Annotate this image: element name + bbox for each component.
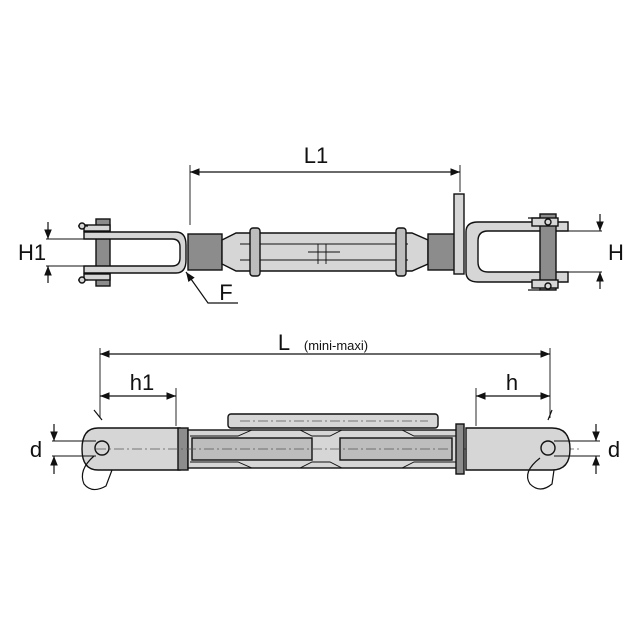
label-F: F <box>219 280 232 305</box>
label-L1: L1 <box>304 143 328 168</box>
leader-F <box>185 271 238 304</box>
left-clevis-side <box>81 409 189 491</box>
label-L: L <box>278 330 290 355</box>
side-view: L (mini-maxi) h1 h d d <box>30 330 620 491</box>
left-locknut <box>187 233 223 271</box>
right-clevis-side <box>465 409 571 490</box>
left-clevis-top <box>78 218 187 287</box>
turnbuckle-body-side <box>96 423 580 475</box>
label-h1: h1 <box>130 370 154 395</box>
label-H1: H1 <box>18 240 46 265</box>
right-clevis-top <box>465 213 569 291</box>
label-L-note: (mini-maxi) <box>304 338 368 353</box>
label-d-right: d <box>608 437 620 462</box>
label-d-left: d <box>30 437 42 462</box>
right-locknut <box>427 233 457 271</box>
right-plate <box>453 193 465 275</box>
turnbuckle-body-top <box>221 227 429 277</box>
label-H: H <box>608 240 624 265</box>
top-view: L1 H1 H F <box>18 143 624 305</box>
label-h: h <box>506 370 518 395</box>
